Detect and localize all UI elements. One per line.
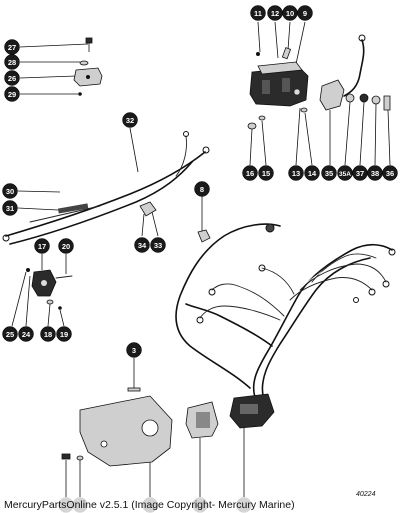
svg-text:9: 9 xyxy=(303,9,307,18)
callout-37: 37 xyxy=(352,165,368,181)
callout-14: 14 xyxy=(304,165,320,181)
svg-text:13: 13 xyxy=(292,169,300,178)
svg-text:18: 18 xyxy=(44,330,52,339)
svg-text:28: 28 xyxy=(8,58,16,67)
solenoid-assembly-group xyxy=(247,21,391,166)
callout-8: 8 xyxy=(194,181,210,197)
svg-text:33: 33 xyxy=(154,241,162,250)
figure-number: 40224 xyxy=(356,491,376,498)
terminal-block-part xyxy=(319,79,345,111)
bracket-hardware-group xyxy=(19,37,103,96)
wiring-harness xyxy=(175,223,396,429)
svg-text:34: 34 xyxy=(138,241,147,250)
svg-text:30: 30 xyxy=(6,187,14,196)
callout-20: 20 xyxy=(58,238,74,254)
svg-text:15: 15 xyxy=(262,169,270,178)
callout-35: 35 xyxy=(321,165,337,181)
bottom-callouts-partial xyxy=(0,497,330,513)
mounting-bracket-part xyxy=(79,395,173,467)
svg-text:29: 29 xyxy=(8,90,16,99)
callout-24: 24 xyxy=(18,326,34,342)
screw-part xyxy=(85,37,93,44)
svg-text:35A: 35A xyxy=(339,171,351,178)
callout-26: 26 xyxy=(4,70,20,86)
callout-15: 15 xyxy=(258,165,274,181)
callout-33: 33 xyxy=(150,237,166,253)
svg-text:16: 16 xyxy=(246,169,254,178)
callout-25: 25 xyxy=(2,326,18,342)
callout-17: 17 xyxy=(34,238,50,254)
callout-16: 16 xyxy=(242,165,258,181)
svg-text:27: 27 xyxy=(8,43,16,52)
solenoid-part xyxy=(249,67,309,107)
svg-text:20: 20 xyxy=(62,242,70,251)
washer-part xyxy=(79,60,89,66)
svg-text:10: 10 xyxy=(286,9,294,18)
callout-32: 32 xyxy=(122,112,138,128)
callout-31: 31 xyxy=(2,200,18,216)
callout-34: 34 xyxy=(134,237,150,253)
image-caption: MercuryPartsOnline v2.5.1 (Image Copyrig… xyxy=(4,499,295,511)
callout-19: 19 xyxy=(56,326,72,342)
callout-35a: 35A xyxy=(337,165,353,181)
svg-text:12: 12 xyxy=(271,9,279,18)
callout-30: 30 xyxy=(2,183,18,199)
battery-cable-group xyxy=(2,127,210,245)
svg-text:38: 38 xyxy=(371,169,379,178)
sender-switch-group xyxy=(11,254,73,327)
callout-12: 12 xyxy=(267,5,283,21)
svg-text:32: 32 xyxy=(126,116,134,125)
svg-text:37: 37 xyxy=(356,169,364,178)
svg-text:11: 11 xyxy=(254,9,262,18)
callout-10: 10 xyxy=(282,5,298,21)
callout-27: 27 xyxy=(4,39,20,55)
svg-text:17: 17 xyxy=(38,242,46,251)
clip-hardware-group xyxy=(139,196,211,243)
svg-text:19: 19 xyxy=(60,330,68,339)
svg-text:3: 3 xyxy=(132,346,136,355)
callout-3: 3 xyxy=(126,342,142,358)
svg-text:24: 24 xyxy=(22,330,31,339)
callout-13: 13 xyxy=(288,165,304,181)
callout-18: 18 xyxy=(40,326,56,342)
callout-9: 9 xyxy=(297,5,313,21)
svg-text:35: 35 xyxy=(325,169,333,178)
nut-part xyxy=(78,92,82,96)
svg-text:36: 36 xyxy=(386,169,394,178)
svg-text:8: 8 xyxy=(200,185,204,194)
callout-29: 29 xyxy=(4,86,20,102)
callout-36: 36 xyxy=(382,165,398,181)
callout-28: 28 xyxy=(4,54,20,70)
mounting-bracket-group xyxy=(61,358,245,498)
svg-text:31: 31 xyxy=(6,204,14,213)
callout-38: 38 xyxy=(367,165,383,181)
svg-text:26: 26 xyxy=(8,74,16,83)
svg-text:14: 14 xyxy=(308,169,317,178)
svg-text:25: 25 xyxy=(6,330,14,339)
callout-11: 11 xyxy=(250,5,266,21)
